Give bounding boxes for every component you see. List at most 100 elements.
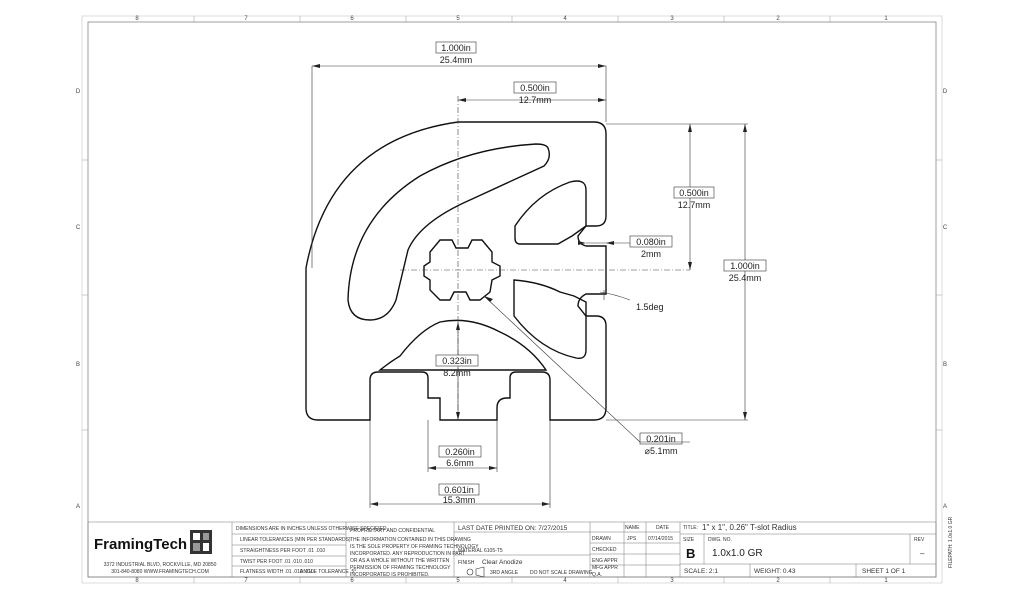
svg-text:1.000in: 1.000in — [441, 43, 471, 53]
dim-half-height: 0.500in 12.7mm — [673, 186, 715, 210]
dim-slot-depth: 0.323in 8.2mm — [435, 354, 479, 378]
zone-right-c: C — [943, 225, 948, 231]
dim-bore: 0.201in ⌀5.1mm — [639, 432, 683, 456]
zone-bottom-6: 6 — [350, 578, 354, 584]
dim-half-width: 0.500in 12.7mm — [513, 81, 557, 105]
weight: WEIGHT: 0.43 — [754, 568, 796, 575]
zone-top-8: 8 — [135, 16, 139, 22]
zone-right-d: D — [943, 89, 948, 95]
dim-overall-width: 1.000in 25.4mm — [435, 41, 477, 65]
svg-text:FramingTech: FramingTech — [94, 536, 187, 553]
row-qa: Q.A. — [592, 572, 602, 578]
row-drawn: DRAWN — [592, 536, 611, 542]
no-scale-label: DO NOT SCALE DRAWING — [530, 570, 593, 576]
zone-bottom-1: 1 — [884, 578, 888, 584]
zone-right-a: A — [943, 504, 947, 510]
last-printed: LAST DATE PRINTED ON: 7/27/2015 — [458, 525, 568, 532]
dim-tslot-width: 0.601in 15.3mm — [438, 483, 480, 505]
svg-text:12.7mm: 12.7mm — [519, 95, 552, 105]
zone-bottom-5: 5 — [456, 578, 460, 584]
company-address-1: 3372 INDUSTRIAL BLVD, ROCKVILLE, MD 2085… — [104, 562, 217, 568]
drawn-date: 07/14/2015 — [648, 536, 673, 542]
proprietary-line-6: INCORPORATED IS PROHIBITED. — [350, 572, 429, 578]
svg-text:0.500in: 0.500in — [679, 188, 709, 198]
dwg-no-value: 1.0x1.0 GR — [712, 548, 763, 559]
row-checked: CHECKED — [592, 547, 617, 553]
name-header: NAME — [625, 525, 640, 531]
zone-left-d: D — [76, 89, 81, 95]
proprietary-title: PROPRIETARY AND CONFIDENTIAL — [350, 528, 435, 534]
row-eng-appr: ENG APPR — [592, 558, 618, 564]
dimension-arrows — [312, 64, 747, 506]
tolerance-row-4: FLATNESS WIDTH .01 .010 .010 — [240, 569, 314, 575]
company-address-2: 301-840-8080 WWW.FRAMINGTECH.COM — [111, 569, 209, 575]
dim-slot-opening: 0.080in 2mm — [629, 235, 673, 259]
date-header: DATE — [656, 525, 670, 531]
sheet-border — [87, 21, 937, 578]
svg-text:⌀5.1mm: ⌀5.1mm — [645, 446, 678, 456]
svg-text:0.601in: 0.601in — [444, 485, 474, 495]
proprietary-line-3: INCORPORATED. ANY REPRODUCTION IN PART — [350, 551, 465, 557]
zone-bottom-8: 8 — [135, 578, 139, 584]
dim-overall-height: 1.000in 25.4mm — [723, 259, 767, 283]
svg-text:12.7mm: 12.7mm — [678, 200, 711, 210]
sheet-outer-border — [81, 15, 943, 584]
zone-top-2: 2 — [776, 16, 780, 22]
svg-text:0.260in: 0.260in — [445, 447, 475, 457]
zone-bottom-3: 3 — [670, 578, 674, 584]
zone-top-3: 3 — [670, 16, 674, 22]
zone-bottom-4: 4 — [563, 578, 567, 584]
svg-text:6.6mm: 6.6mm — [446, 458, 474, 468]
zone-top-1: 1 — [884, 16, 888, 22]
svg-text:15.3mm: 15.3mm — [443, 495, 476, 505]
profile-upper-right-cavity — [514, 180, 587, 245]
svg-text:2mm: 2mm — [641, 249, 661, 259]
sheet: SHEET 1 OF 1 — [862, 568, 906, 575]
side-filepath-label: FILEPATH: 1.0x1.0 GR — [948, 516, 954, 568]
svg-text:8.2mm: 8.2mm — [443, 368, 471, 378]
tolerance-row-5: ANGLE TOLERANCE .5° — [300, 569, 356, 575]
proprietary-line-1: THE INFORMATION CONTAINED IN THIS DRAWIN… — [350, 537, 471, 543]
title-block-grid — [87, 521, 937, 578]
tolerance-row-3: TWIST PER FOOT .01 .010 .010 — [240, 559, 313, 565]
framingtech-logo: FramingTech — [94, 530, 212, 554]
drawing-title: 1" x 1", 0.26" T-slot Radius — [702, 523, 797, 532]
svg-text:25.4mm: 25.4mm — [729, 273, 762, 283]
tolerance-row-1: LINEAR TOLERANCES (MIN PER STANDARDS) — [240, 537, 351, 543]
proprietary-line-5: PERMISSION OF FRAMING TECHNOLOGY — [350, 565, 451, 571]
zone-top-4: 4 — [563, 16, 567, 22]
svg-text:1.000in: 1.000in — [730, 261, 760, 271]
zone-bottom-2: 2 — [776, 578, 780, 584]
third-angle-label: 3RD ANGLE — [490, 570, 519, 576]
third-angle-projection-icon — [466, 566, 485, 578]
zone-left-c: C — [76, 225, 81, 231]
rev-label: REV — [914, 537, 925, 543]
profile-curved-cavity — [347, 143, 551, 321]
dimension-lines — [311, 65, 748, 508]
dim-slot-width: 0.260in 6.6mm — [438, 445, 482, 468]
row-mfg-appr: MFG APPR — [592, 565, 618, 571]
drawn-name: JPS — [627, 536, 637, 542]
dim-angle: 1.5deg — [636, 302, 664, 312]
tolerance-row-2: STRAIGHTNESS PER FOOT .01 .010 — [240, 548, 325, 554]
zone-bottom-7: 7 — [244, 578, 248, 584]
profile-center-bore — [423, 239, 501, 301]
finish-label: FINISH — [458, 560, 475, 566]
svg-text:0.500in: 0.500in — [520, 83, 550, 93]
scale: SCALE: 2:1 — [684, 568, 718, 575]
svg-text:25.4mm: 25.4mm — [440, 55, 473, 65]
proprietary-line-4: OR AS A WHOLE WITHOUT THE WRITTEN — [350, 558, 450, 564]
zone-ticks — [82, 16, 942, 583]
zone-left-b: B — [76, 362, 80, 368]
size-label: SIZE — [683, 537, 695, 543]
zone-right-b: B — [943, 362, 947, 368]
material-value: 6105-T5 — [484, 548, 503, 554]
rev-value: – — [920, 549, 925, 558]
profile-lower-cavity — [378, 319, 548, 371]
zone-top-6: 6 — [350, 16, 354, 22]
profile-lower-right-cavity — [513, 279, 587, 360]
size-value: B — [686, 546, 695, 561]
svg-text:0.323in: 0.323in — [442, 356, 472, 366]
dwg-no-label: DWG. NO. — [708, 537, 732, 543]
